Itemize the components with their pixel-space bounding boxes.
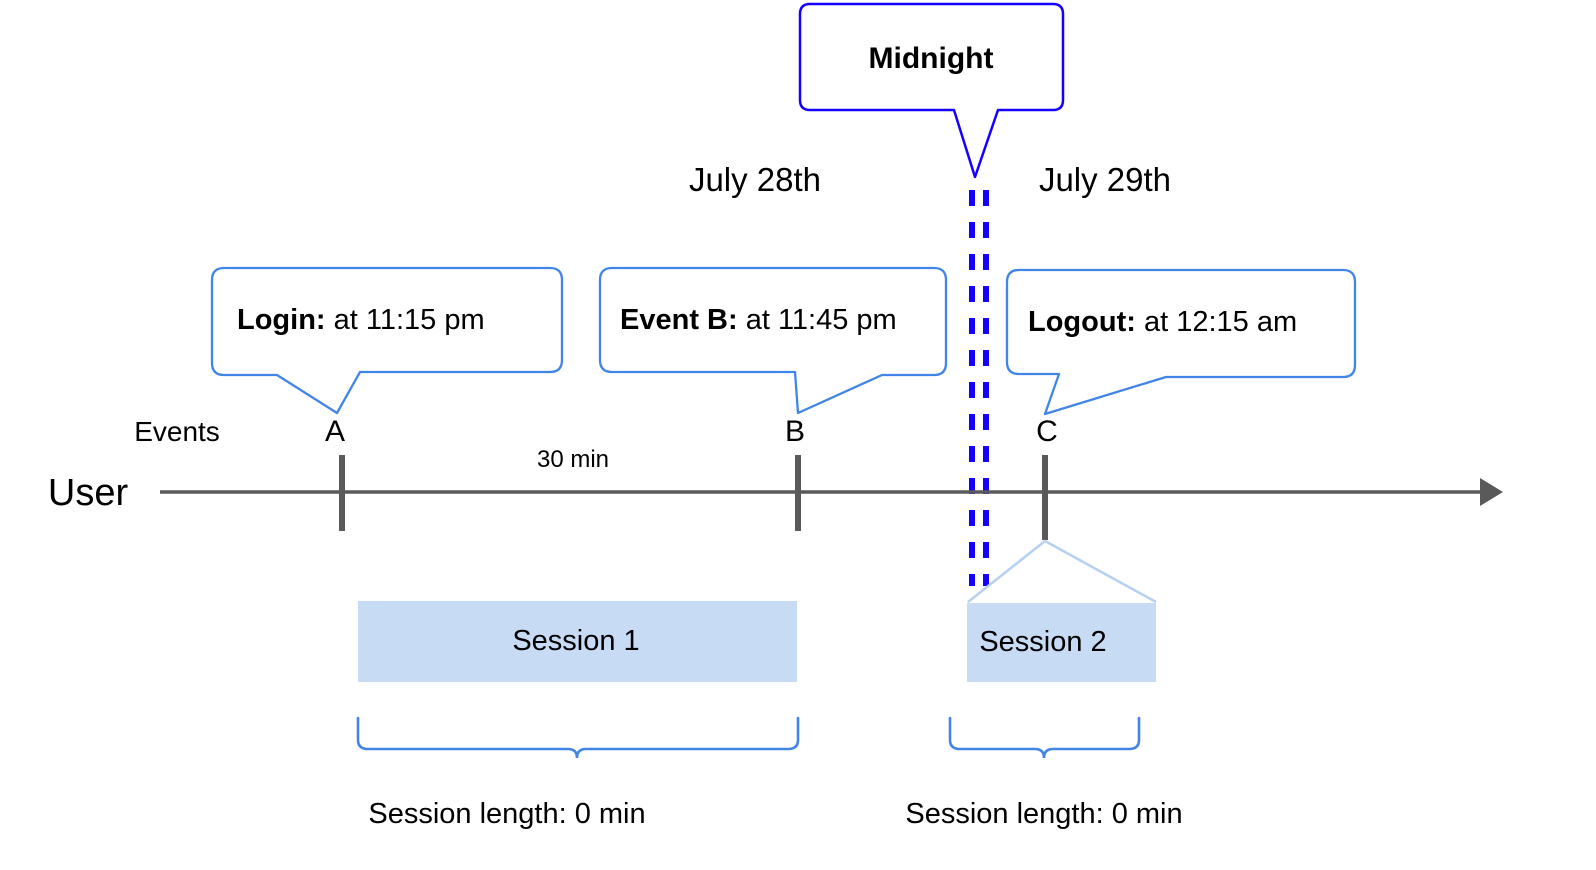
callout-label-eventb: Event B: at 11:45 pm	[620, 306, 897, 335]
tick-label-b: B	[784, 415, 806, 448]
timeline-axis	[160, 478, 1503, 506]
session-1-label: Session 1	[512, 625, 640, 657]
callout-label-logout: Logout: at 12:15 am	[1028, 308, 1297, 337]
session-bar-1	[358, 601, 797, 682]
session-1-length-label: Session length: 0 min	[368, 798, 646, 830]
callout-logout-bold: Logout:	[1028, 306, 1136, 338]
tick-label-a: A	[324, 415, 346, 448]
events-row-label: Events	[134, 416, 220, 447]
callout-label-login: Login: at 11:15 pm	[237, 306, 485, 335]
date-label-july-28: July 28th	[688, 161, 822, 198]
interval-label-30min: 30 min	[536, 446, 610, 473]
midnight-callout-shape	[798, 2, 1065, 179]
session-2-length-label: Session length: 0 min	[905, 798, 1183, 830]
callout-logout-rest: at 12:15 am	[1135, 306, 1298, 338]
callout-login-rest: at 11:15 pm	[325, 304, 485, 336]
callout-eventb-bold: Event B:	[620, 304, 738, 336]
midnight-label: Midnight	[868, 42, 994, 75]
callout-shape-eventb	[598, 266, 948, 415]
session2-fan-lines	[967, 539, 1157, 604]
date-label-july-29: July 29th	[1038, 161, 1172, 198]
callout-shape-logout	[1005, 268, 1357, 416]
midnight-dashed-lines	[969, 190, 989, 586]
brace-session-1	[356, 716, 800, 759]
brace-session-2	[948, 716, 1141, 759]
callout-eventb-rest: at 11:45 pm	[737, 304, 897, 336]
session-2-label: Session 2	[979, 626, 1107, 658]
session-bar-2	[967, 603, 1156, 682]
callout-shape-login	[210, 266, 564, 415]
tick-label-c: C	[1036, 415, 1058, 448]
callout-login-bold: Login:	[237, 304, 326, 336]
user-row-label: User	[47, 472, 129, 514]
